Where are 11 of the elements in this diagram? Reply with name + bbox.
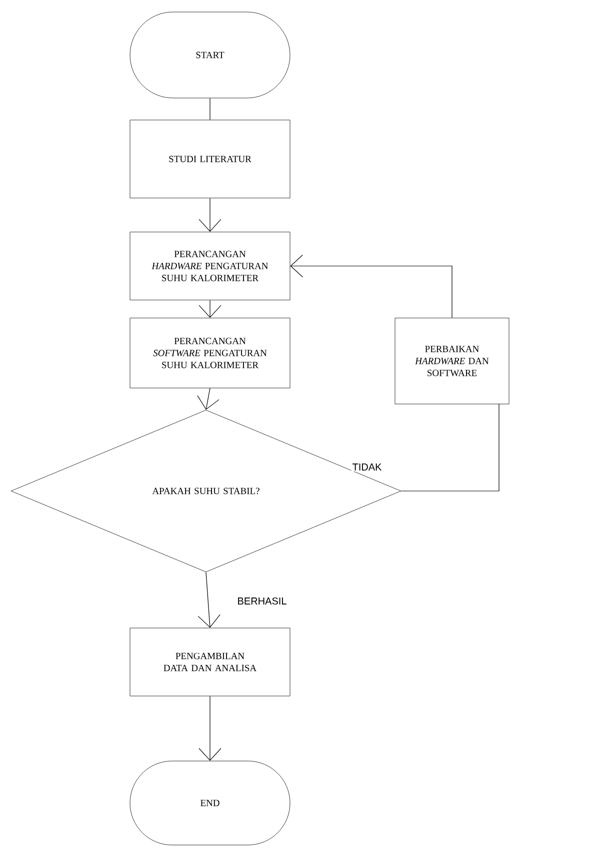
edge-label: TIDAK: [351, 462, 383, 472]
process-box: STUDI LITERATUR: [130, 120, 290, 198]
process-box: PERANCANGAN SOFTWARE PENGATURAN SUHU KALORIMETER: [130, 318, 290, 388]
process-box: PERBAIKAN HARDWARE DAN SOFTWARE: [394, 318, 510, 404]
arrow: [198, 572, 220, 628]
arrow: [198, 696, 222, 761]
arrow: [290, 254, 452, 318]
process-box: PENGAMBILAN DATA DAN ANALISA: [130, 628, 290, 696]
process-box: PERANCANGAN HARDWARE PENGATURAN SUHU KALORIMETER: [130, 232, 290, 300]
edge-label: BERHASIL: [236, 596, 288, 606]
arrow: [198, 198, 222, 232]
